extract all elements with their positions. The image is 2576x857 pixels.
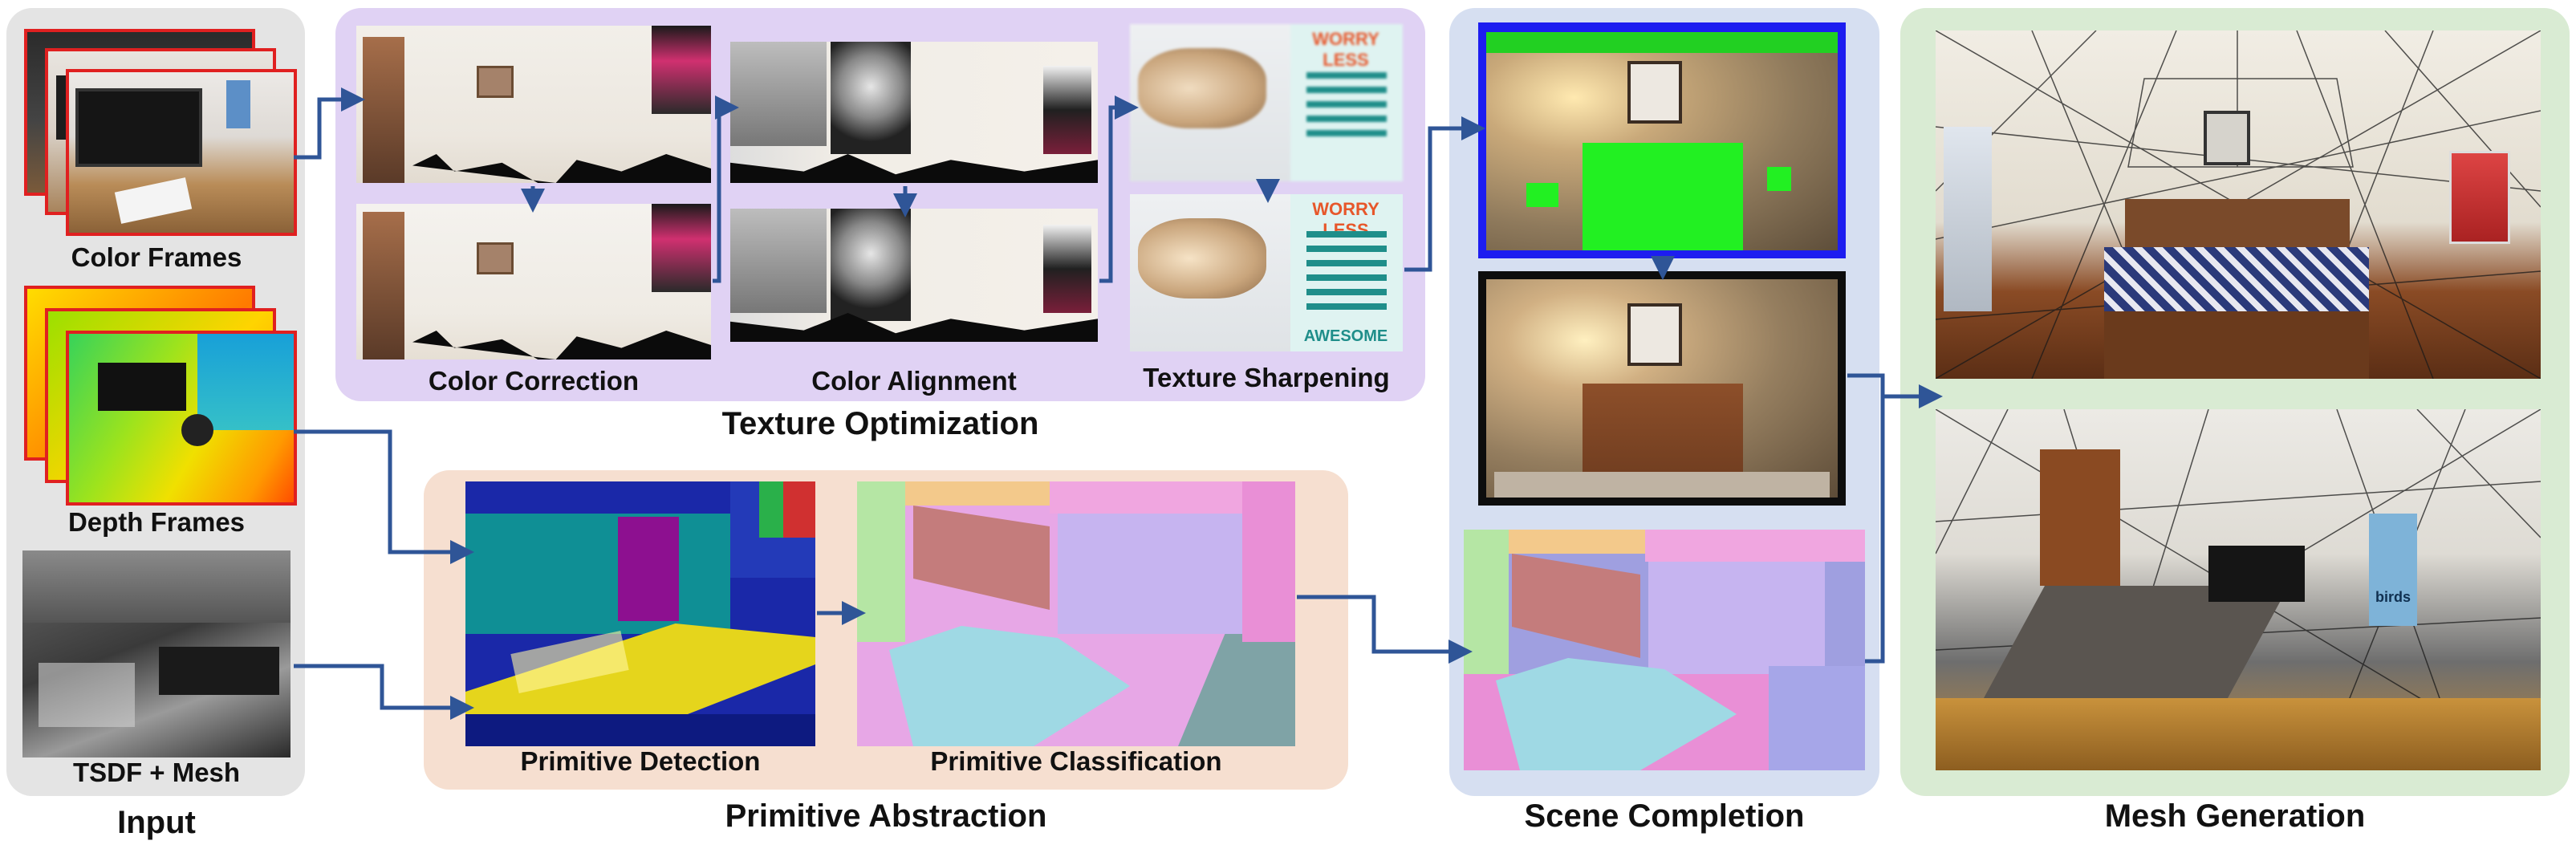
primitive-detection-label: Primitive Detection xyxy=(520,746,761,776)
tsdf-mesh-image xyxy=(22,550,291,757)
arrow-depth-to-detection xyxy=(294,429,474,564)
tsdf-mesh-label: TSDF + Mesh xyxy=(72,757,241,787)
arrow-correction-to-alignment xyxy=(713,95,739,283)
texture-sharpening-label: Texture Sharpening xyxy=(1143,363,1390,392)
scene-completed-image xyxy=(1478,271,1846,506)
arrow-classification-to-scene xyxy=(1297,595,1473,664)
color-frame-front xyxy=(66,69,297,236)
mesh-bedroom-image xyxy=(1936,30,2541,379)
input-group-label: Input xyxy=(117,805,196,840)
primitive-abstraction-label: Primitive Abstraction xyxy=(725,798,1047,834)
color-alignment-before xyxy=(730,42,1098,183)
texture-sharpening-before: WORRY LESS xyxy=(1130,24,1403,181)
primitive-classification-image xyxy=(857,481,1295,746)
depth-frames-label: Depth Frames xyxy=(67,507,246,537)
mesh-office-image: birds xyxy=(1936,409,2541,770)
color-correction-label: Color Correction xyxy=(428,366,640,396)
poster-text-before: WORRY LESS xyxy=(1312,29,1379,70)
color-correction-before xyxy=(356,26,711,183)
arrow-scene-to-mesh-top xyxy=(1847,373,1885,664)
color-alignment-label: Color Alignment xyxy=(811,366,1017,396)
color-correction-after xyxy=(356,204,711,359)
scene-masked-image xyxy=(1478,22,1846,258)
arrow-texture-to-scene xyxy=(1404,116,1485,272)
texture-sharpening-after: WORRY LESS AWESOME xyxy=(1130,194,1403,351)
primitive-classification-label: Primitive Classification xyxy=(930,746,1222,776)
mesh-generation-label: Mesh Generation xyxy=(2104,798,2366,834)
scene-completion-label: Scene Completion xyxy=(1524,798,1805,834)
scene-primitive-completion-image xyxy=(1464,530,1865,770)
poster-text-awesome: AWESOME xyxy=(1303,327,1388,345)
mesh-poster-text: birds xyxy=(2375,589,2411,605)
arrow-tsdf-to-detection xyxy=(294,664,474,720)
texture-optimization-label: Texture Optimization xyxy=(721,406,1039,441)
arrow-alignment-to-sharpening xyxy=(1099,95,1139,283)
arrow-color-frames-to-texture xyxy=(294,87,365,160)
color-frames-label: Color Frames xyxy=(71,242,242,272)
primitive-detection-image xyxy=(465,481,815,746)
color-alignment-after xyxy=(730,209,1098,342)
depth-frame-front xyxy=(66,331,297,506)
